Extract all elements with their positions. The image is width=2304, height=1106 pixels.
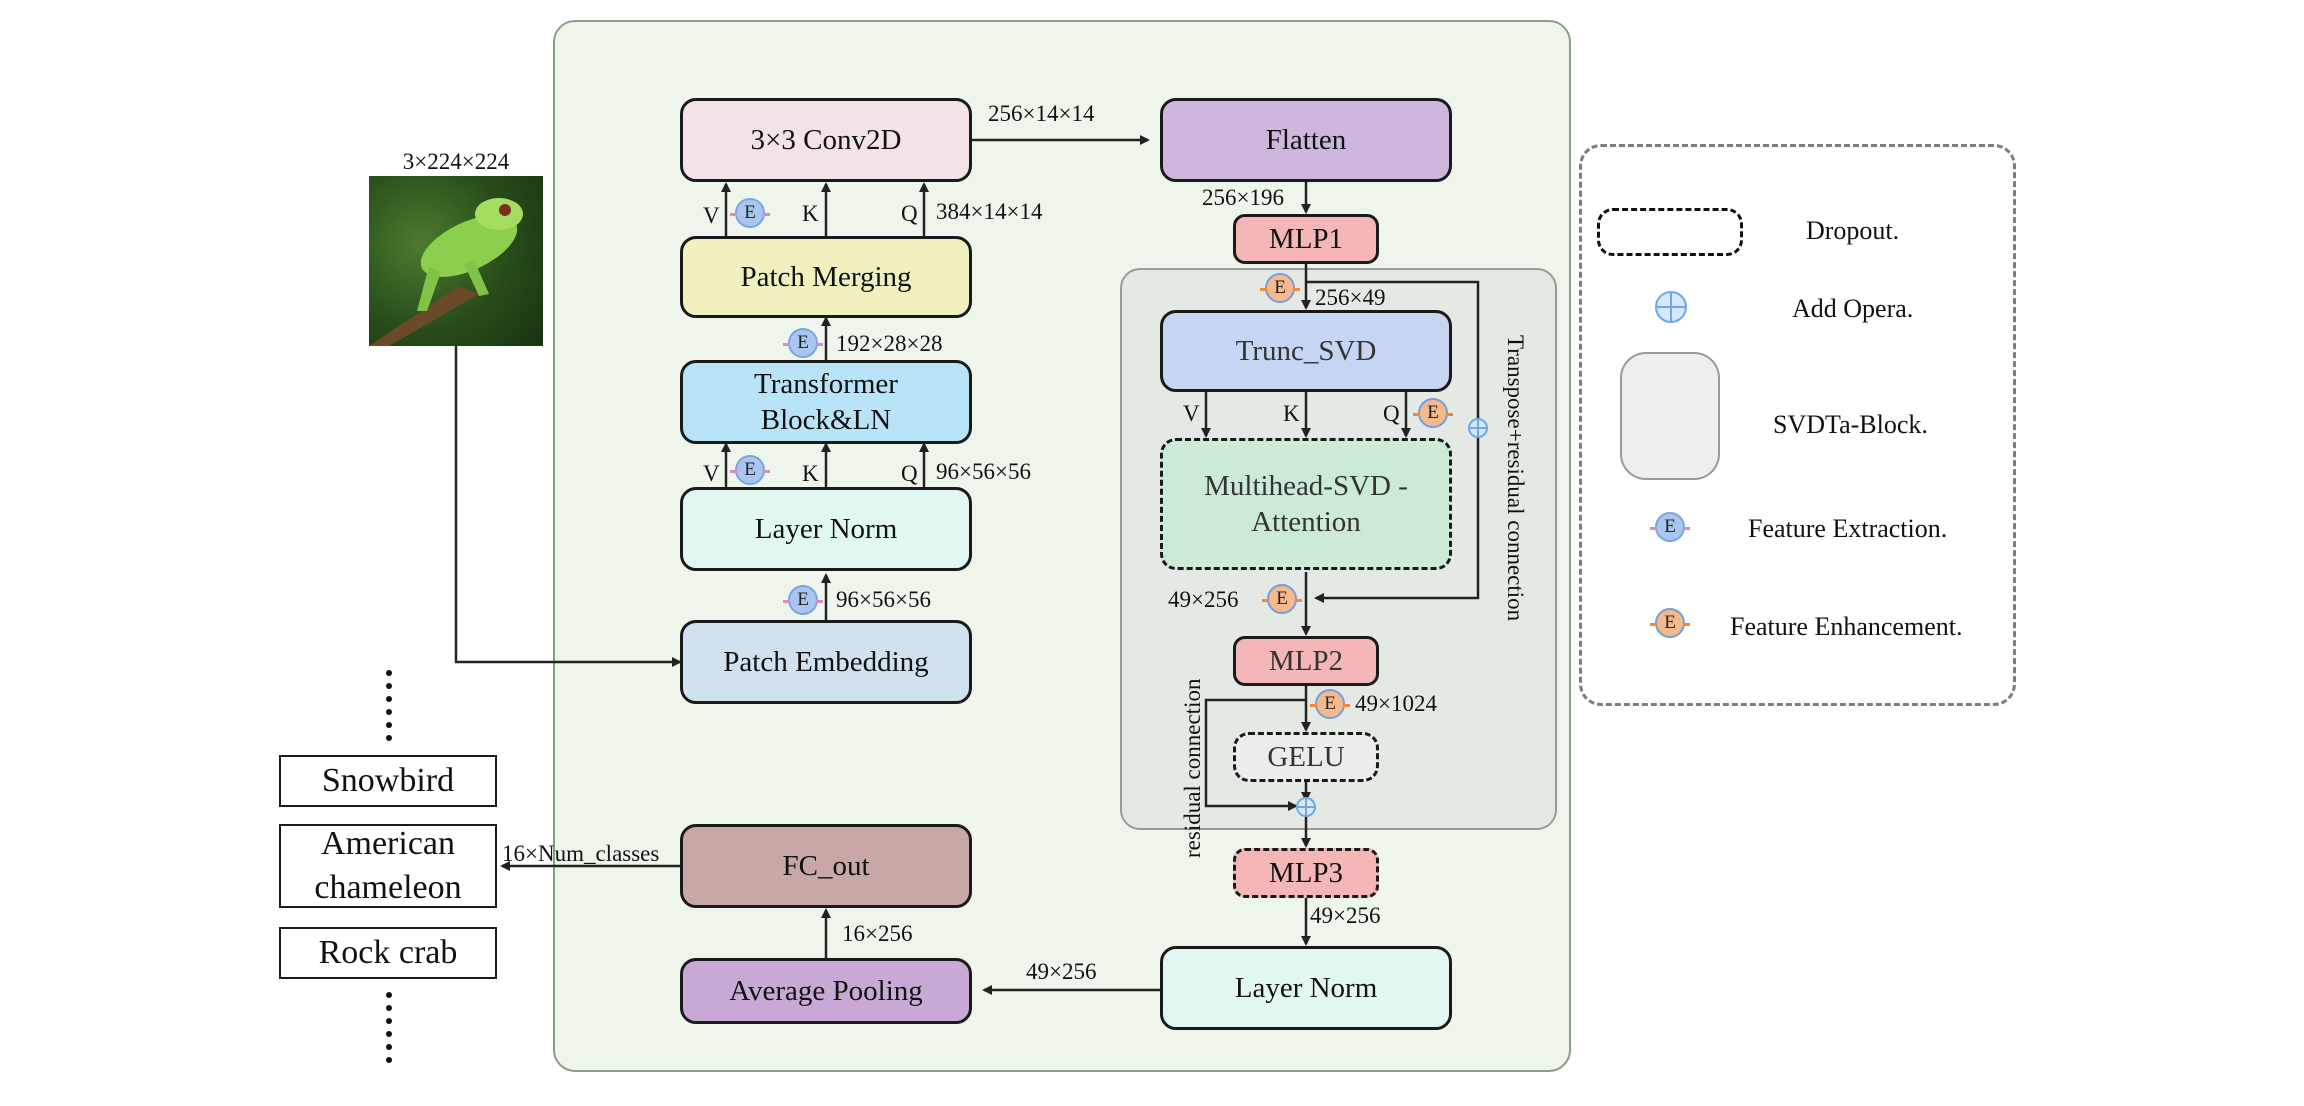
- gelu-block: GELU: [1233, 732, 1379, 782]
- dim-merge-q: 384×14×14: [936, 199, 1043, 224]
- class-snowbird: Snowbird: [279, 755, 497, 807]
- classes-ellipsis-bottom: [386, 992, 392, 1070]
- classes-ellipsis-top: [386, 670, 392, 748]
- conv2d-block: 3×3 Conv2D: [680, 98, 972, 182]
- patch-embedding-block: Patch Embedding: [680, 620, 972, 704]
- legend-svdta-icon: [1620, 352, 1720, 480]
- layer-norm-left-block: Layer Norm: [680, 487, 972, 571]
- legend-enhancement-text: Feature Enhancement.: [1730, 612, 1963, 641]
- merge-v-label: V: [703, 203, 720, 228]
- multihead-svd-attention-block: Multihead-SVD -Attention: [1160, 438, 1452, 570]
- legend-extraction-text: Feature Extraction.: [1748, 514, 1948, 543]
- mhsa-v-label: V: [1183, 401, 1200, 426]
- dim-tb-out: 192×28×28: [836, 331, 943, 356]
- dim-mlp1-out: 256×49: [1315, 285, 1386, 310]
- feature-extraction-icon: E: [730, 198, 770, 228]
- mhsa-q-label: Q: [1383, 401, 1400, 426]
- merge-q-label: Q: [901, 201, 918, 226]
- legend-svdta-text: SVDTa-Block.: [1773, 410, 1928, 439]
- class-american-chameleon: American chameleon: [279, 824, 497, 908]
- dim-pe-out: 96×56×56: [836, 587, 931, 612]
- merge-k-label: K: [802, 201, 819, 226]
- transpose-residual-label: Transpose+residual connection: [1503, 335, 1528, 622]
- class-rock-crab: Rock crab: [279, 927, 497, 979]
- mlp2-block: MLP2: [1233, 636, 1379, 686]
- ln-k-label: K: [802, 461, 819, 486]
- feature-enhancement-icon: E: [1413, 398, 1453, 428]
- feature-enhancement-icon: E: [1262, 584, 1302, 614]
- dim-classes: 16×Num_classes: [502, 841, 660, 866]
- feature-enhancement-icon: E: [1310, 689, 1350, 719]
- patch-merging-block: Patch Merging: [680, 236, 972, 318]
- trunc-svd-block: Trunc_SVD: [1160, 310, 1452, 392]
- dim-ln-q: 96×56×56: [936, 459, 1031, 484]
- mlp3-block: MLP3: [1233, 848, 1379, 898]
- input-dims: 3×224×224: [402, 149, 510, 174]
- dim-attn-out: 49×256: [1168, 587, 1239, 612]
- average-pooling-block: Average Pooling: [680, 958, 972, 1024]
- layer-norm-right-block: Layer Norm: [1160, 946, 1452, 1030]
- mhsa-k-label: K: [1283, 401, 1300, 426]
- dim-flatten-out: 256×196: [1202, 185, 1284, 210]
- dim-mlp3-out: 49×256: [1310, 903, 1381, 928]
- mlp1-block: MLP1: [1233, 214, 1379, 264]
- feature-extraction-icon: E: [783, 585, 823, 615]
- legend-add-text: Add Opera.: [1792, 294, 1914, 323]
- flatten-block: Flatten: [1160, 98, 1452, 182]
- residual-connection-label: residual connection: [1180, 678, 1205, 858]
- feature-extraction-icon: E: [783, 328, 823, 358]
- feature-extraction-icon: E: [730, 455, 770, 485]
- fc-out-block: FC_out: [680, 824, 972, 908]
- ln-q-label: Q: [901, 461, 918, 486]
- legend-dropout-text: Dropout.: [1806, 216, 1900, 245]
- legend-extraction-icon: E: [1650, 512, 1690, 542]
- feature-enhancement-icon: E: [1260, 273, 1300, 303]
- dim-mlp2-out: 49×1024: [1355, 691, 1437, 716]
- transformer-block: Transformer Block&LN: [680, 360, 972, 444]
- dim-ln-out: 49×256: [1026, 959, 1097, 984]
- dim-pool-out: 16×256: [842, 921, 913, 946]
- legend-enhancement-icon: E: [1650, 608, 1690, 638]
- ln-v-label: V: [703, 461, 720, 486]
- legend-dropout-icon: [1597, 208, 1743, 256]
- dim-conv-out: 256×14×14: [988, 101, 1095, 126]
- input-image: [369, 176, 543, 346]
